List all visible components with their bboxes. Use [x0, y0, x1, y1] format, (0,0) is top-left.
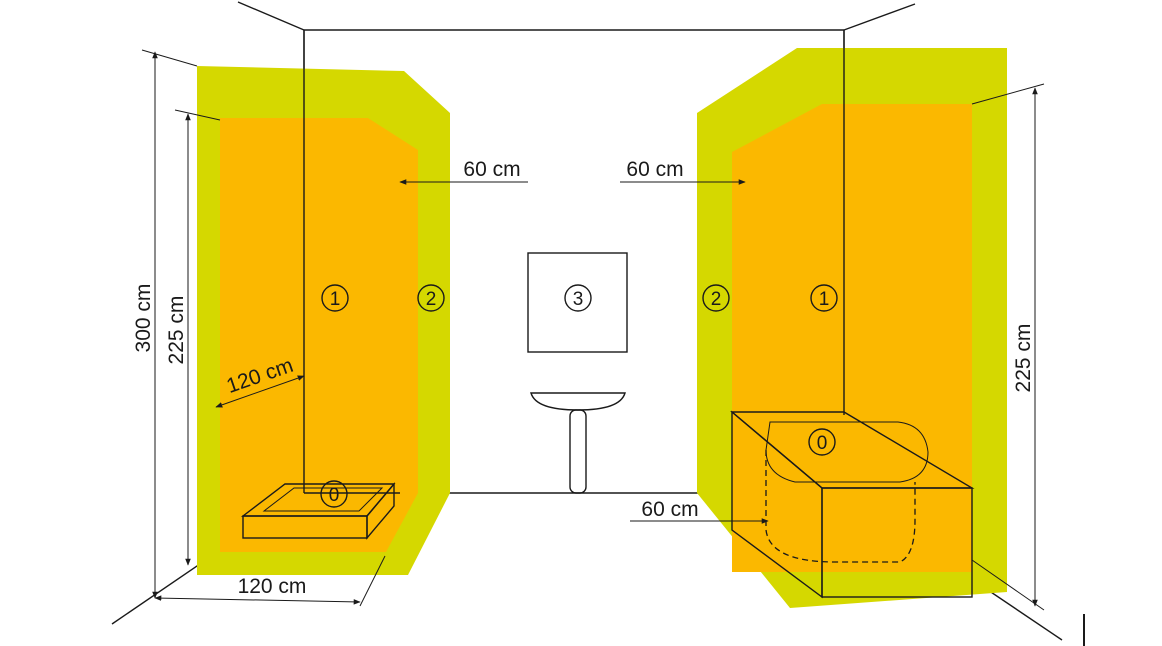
bath-front-offset-label: 60 cm — [641, 498, 698, 521]
bathtub — [730, 410, 975, 599]
zone-marker-shower-1: 1 — [321, 284, 349, 312]
shower-tray — [240, 482, 396, 540]
bath-zone-1 — [732, 104, 972, 572]
svg-text:2: 2 — [711, 289, 722, 310]
zone-marker-basin-3: 3 — [564, 284, 592, 312]
svg-text:0: 0 — [329, 485, 340, 506]
wash-basin — [530, 392, 626, 494]
shower-width-label: 120 cm — [238, 575, 307, 598]
bath-height-225-label: 225 cm — [1012, 324, 1035, 393]
svg-text:1: 1 — [819, 289, 830, 310]
bath-zone2-offset-label: 60 cm — [626, 158, 683, 181]
zone-marker-shower-2: 2 — [417, 284, 445, 312]
zone-marker-bath-0: 0 — [808, 428, 836, 456]
dimension-lines — [141, 49, 1085, 646]
zone-marker-bath-2: 2 — [702, 284, 730, 312]
mirror — [527, 252, 628, 353]
zone-1-area-left — [220, 118, 418, 552]
svg-text:0: 0 — [817, 433, 828, 454]
shower-height-300-label: 300 cm — [132, 284, 155, 353]
shower-height-225-label: 225 cm — [165, 296, 188, 365]
zone-marker-shower-0: 0 — [320, 480, 348, 508]
svg-text:2: 2 — [426, 289, 437, 310]
zone-marker-bath-1: 1 — [810, 284, 838, 312]
svg-text:1: 1 — [330, 289, 341, 310]
shower-zone-1 — [220, 118, 418, 552]
shower-zone2-offset-label: 60 cm — [463, 158, 520, 181]
zone-1-area-right — [732, 104, 972, 572]
svg-text:3: 3 — [573, 289, 584, 310]
